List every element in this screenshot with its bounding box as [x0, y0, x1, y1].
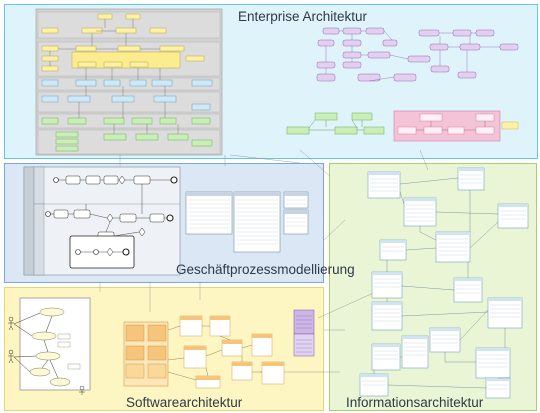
cross-region-links [99, 149, 429, 373]
use-case-diagram [8, 297, 91, 395]
information-architecture-title: Informationsarchitektur [346, 395, 484, 410]
archimate-layered-view [35, 8, 223, 156]
class-headers [360, 168, 528, 381]
software-architecture-title: Softwarearchitektur [126, 395, 243, 410]
note-stack [293, 309, 315, 357]
bpmn-pool [23, 166, 181, 276]
process-modeling-title: Geschäftprozessmodellierung [176, 262, 355, 277]
motivation-view [316, 27, 519, 82]
technology-chain [286, 112, 385, 135]
bpm-data-tables [185, 191, 309, 253]
enterprise-architecture-title: Enterprise Architektur [238, 9, 368, 24]
component-diagram [123, 315, 285, 389]
class-attribute-lines [362, 174, 526, 390]
class-associations [373, 177, 510, 389]
pink-process-view [393, 110, 519, 142]
